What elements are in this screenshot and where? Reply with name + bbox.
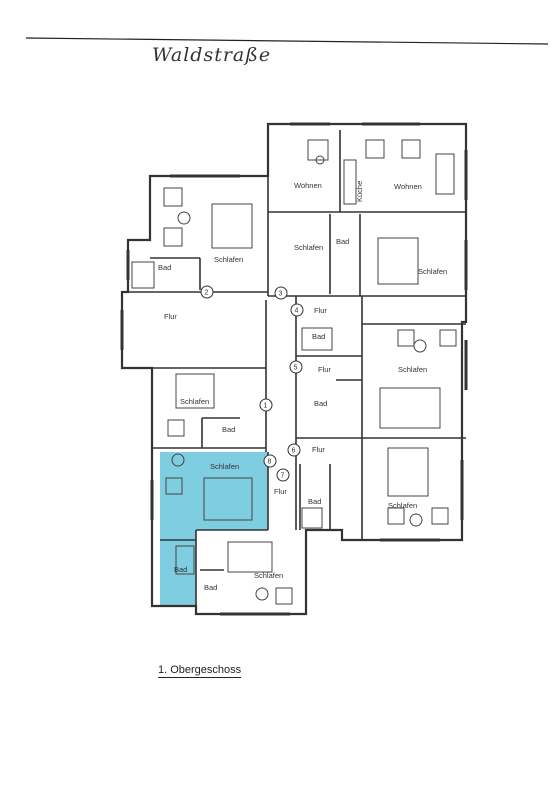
room-label-flur-6: Flur bbox=[312, 445, 325, 454]
room-label-bad-small: Bad bbox=[204, 583, 217, 592]
room-label-schlafen-right-top: Schlafen bbox=[418, 267, 447, 276]
room-label-flur-4: Flur bbox=[314, 306, 327, 315]
unit-marker-circle bbox=[290, 303, 304, 317]
sofa bbox=[435, 153, 455, 195]
room-label-bad-left: Bad bbox=[222, 425, 235, 434]
bed bbox=[211, 203, 253, 249]
armchair bbox=[439, 329, 457, 347]
room-label-schlafen-top-left: Schlafen bbox=[214, 255, 243, 264]
unit-number: 7 bbox=[281, 473, 285, 480]
street-name-title: Waldstraße bbox=[152, 44, 272, 66]
armchair bbox=[365, 139, 385, 159]
armchair bbox=[401, 139, 421, 159]
bed bbox=[379, 387, 441, 429]
table bbox=[177, 211, 191, 225]
bed bbox=[203, 477, 253, 521]
room-label-bad-highlight: Bad bbox=[174, 565, 187, 574]
bathtub bbox=[175, 545, 195, 575]
unit-number: 1 bbox=[264, 403, 268, 410]
unit-marker-circle bbox=[200, 285, 214, 299]
room-label-flur-5: Flur bbox=[318, 365, 331, 374]
room-label-schlafen-right-mid: Schlafen bbox=[398, 365, 427, 374]
table bbox=[255, 587, 269, 601]
walls bbox=[120, 122, 468, 616]
unit-marker-circle bbox=[259, 398, 273, 412]
bed bbox=[175, 373, 215, 409]
window-marks bbox=[120, 122, 468, 616]
room-label-flur-7: Flur bbox=[274, 487, 287, 496]
room-label-bad-4: Bad bbox=[312, 332, 325, 341]
room-label-schlafen-center: Schlafen bbox=[294, 243, 323, 252]
table bbox=[413, 339, 427, 353]
table bbox=[409, 513, 423, 527]
room-label-schlafen-left: Schlafen bbox=[180, 397, 209, 406]
table bbox=[315, 155, 325, 165]
unit-number: 5 bbox=[294, 365, 298, 372]
floor-label: 1. Obergeschoss bbox=[158, 664, 242, 678]
unit-marker-circle bbox=[289, 360, 303, 374]
unit-marker-circle bbox=[287, 443, 301, 457]
armchair bbox=[163, 227, 183, 247]
bathtub bbox=[301, 327, 333, 351]
bathtub bbox=[131, 261, 155, 289]
armchair bbox=[163, 187, 183, 207]
room-label-schlafen-bottom: Schlafen bbox=[254, 571, 283, 580]
unit-number: 6 bbox=[292, 448, 296, 455]
room-label-bad-right-low: Bad bbox=[308, 497, 321, 506]
unit-marker-circle bbox=[263, 454, 277, 468]
unit-number: 4 bbox=[295, 308, 299, 315]
armchair bbox=[307, 139, 329, 161]
unit-number: 2 bbox=[205, 290, 209, 297]
kitchen-counter bbox=[343, 159, 357, 205]
armchair bbox=[397, 329, 415, 347]
room-label-wohnen-2: Wohnen bbox=[394, 182, 422, 191]
page-top-rule bbox=[25, 37, 549, 45]
room-label-flur-main: Flur bbox=[164, 312, 177, 321]
unit-marker-circle bbox=[276, 468, 290, 482]
room-label-schlafen-right-bottom: Schlafen bbox=[388, 501, 417, 510]
bed bbox=[377, 237, 419, 285]
unit-markers: 1 2 3 4 5 6 7 8 bbox=[200, 285, 304, 482]
fixtures bbox=[131, 139, 457, 605]
room-label-bad-top-left: Bad bbox=[158, 263, 171, 272]
highlighted-apartment bbox=[160, 452, 268, 606]
interior-walls bbox=[128, 130, 466, 614]
room-label-bad-center: Bad bbox=[336, 237, 349, 246]
room-label-schlafen-highlight: Schlafen bbox=[210, 462, 239, 471]
armchair bbox=[165, 477, 183, 495]
armchair bbox=[167, 419, 185, 437]
bed bbox=[227, 541, 273, 573]
bed bbox=[387, 447, 429, 497]
room-label-kitchen: Küche bbox=[355, 181, 364, 202]
unit-number: 8 bbox=[268, 459, 272, 466]
armchair bbox=[387, 507, 405, 525]
unit-marker-circle bbox=[274, 286, 288, 300]
table bbox=[171, 453, 185, 467]
armchair bbox=[275, 587, 293, 605]
armchair bbox=[431, 507, 449, 525]
room-label-wohnen-1: Wohnen bbox=[294, 181, 322, 190]
unit-number: 3 bbox=[279, 291, 283, 298]
bathtub bbox=[301, 507, 323, 529]
outer-wall bbox=[120, 122, 468, 616]
room-label-bad-5: Bad bbox=[314, 399, 327, 408]
